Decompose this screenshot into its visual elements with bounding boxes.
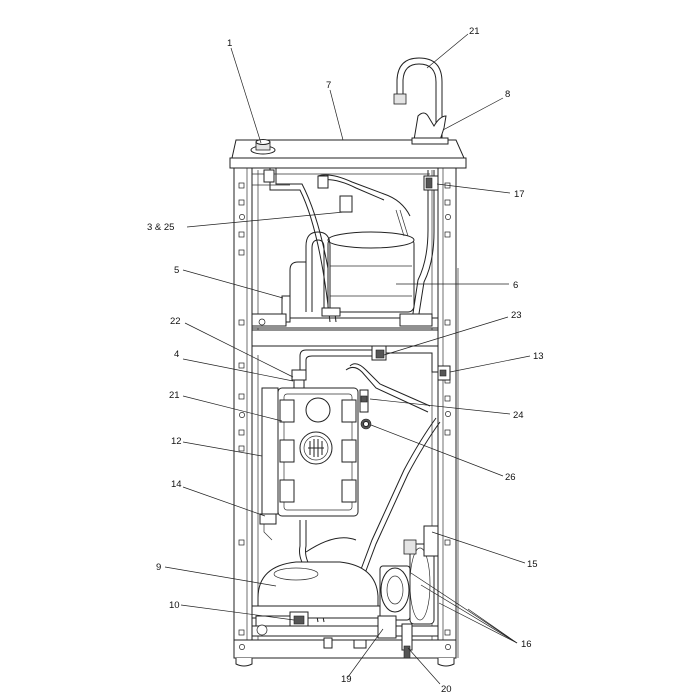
callout-17: 17 [514, 189, 525, 200]
callout-21-mid: 21 [169, 390, 180, 401]
leader-lines [164, 33, 531, 685]
hot-tank [261, 387, 359, 517]
thermostat-valve [359, 389, 372, 430]
callout-1: 1 [227, 38, 232, 49]
condenser-fan [379, 525, 439, 625]
cooling-reservoir [327, 209, 415, 313]
callout-3-and-25: 3 & 25 [147, 222, 174, 233]
callout-10: 10 [169, 600, 180, 611]
callout-15: 15 [527, 559, 538, 570]
callout-13: 13 [533, 351, 544, 362]
callout-20: 20 [441, 684, 452, 695]
callout-8: 8 [505, 89, 510, 100]
middle-tubing [259, 417, 441, 623]
lower-components [323, 615, 413, 659]
upper-tubing [252, 168, 439, 323]
callout-21-top: 21 [469, 26, 480, 37]
callout-23: 23 [511, 310, 522, 321]
callout-24: 24 [513, 410, 524, 421]
callout-22: 22 [170, 316, 181, 327]
callout-26: 26 [505, 472, 516, 483]
callout-19: 19 [341, 674, 352, 685]
coil-tube [289, 231, 341, 317]
callout-6: 6 [513, 280, 518, 291]
callout-labels: 1 21 7 8 17 3 & 25 5 6 22 23 4 13 21 24 … [147, 26, 544, 695]
push-lever [411, 112, 449, 145]
compressor [251, 561, 383, 636]
callout-5: 5 [174, 265, 179, 276]
drain-fitting [250, 139, 276, 155]
callout-7: 7 [326, 80, 331, 91]
callout-4: 4 [174, 349, 179, 360]
callout-9: 9 [156, 562, 161, 573]
upper-bracket [251, 295, 433, 327]
gooseneck-faucet [393, 57, 443, 140]
callout-16: 16 [521, 639, 532, 650]
callout-14: 14 [171, 479, 182, 490]
callout-12: 12 [171, 436, 182, 447]
